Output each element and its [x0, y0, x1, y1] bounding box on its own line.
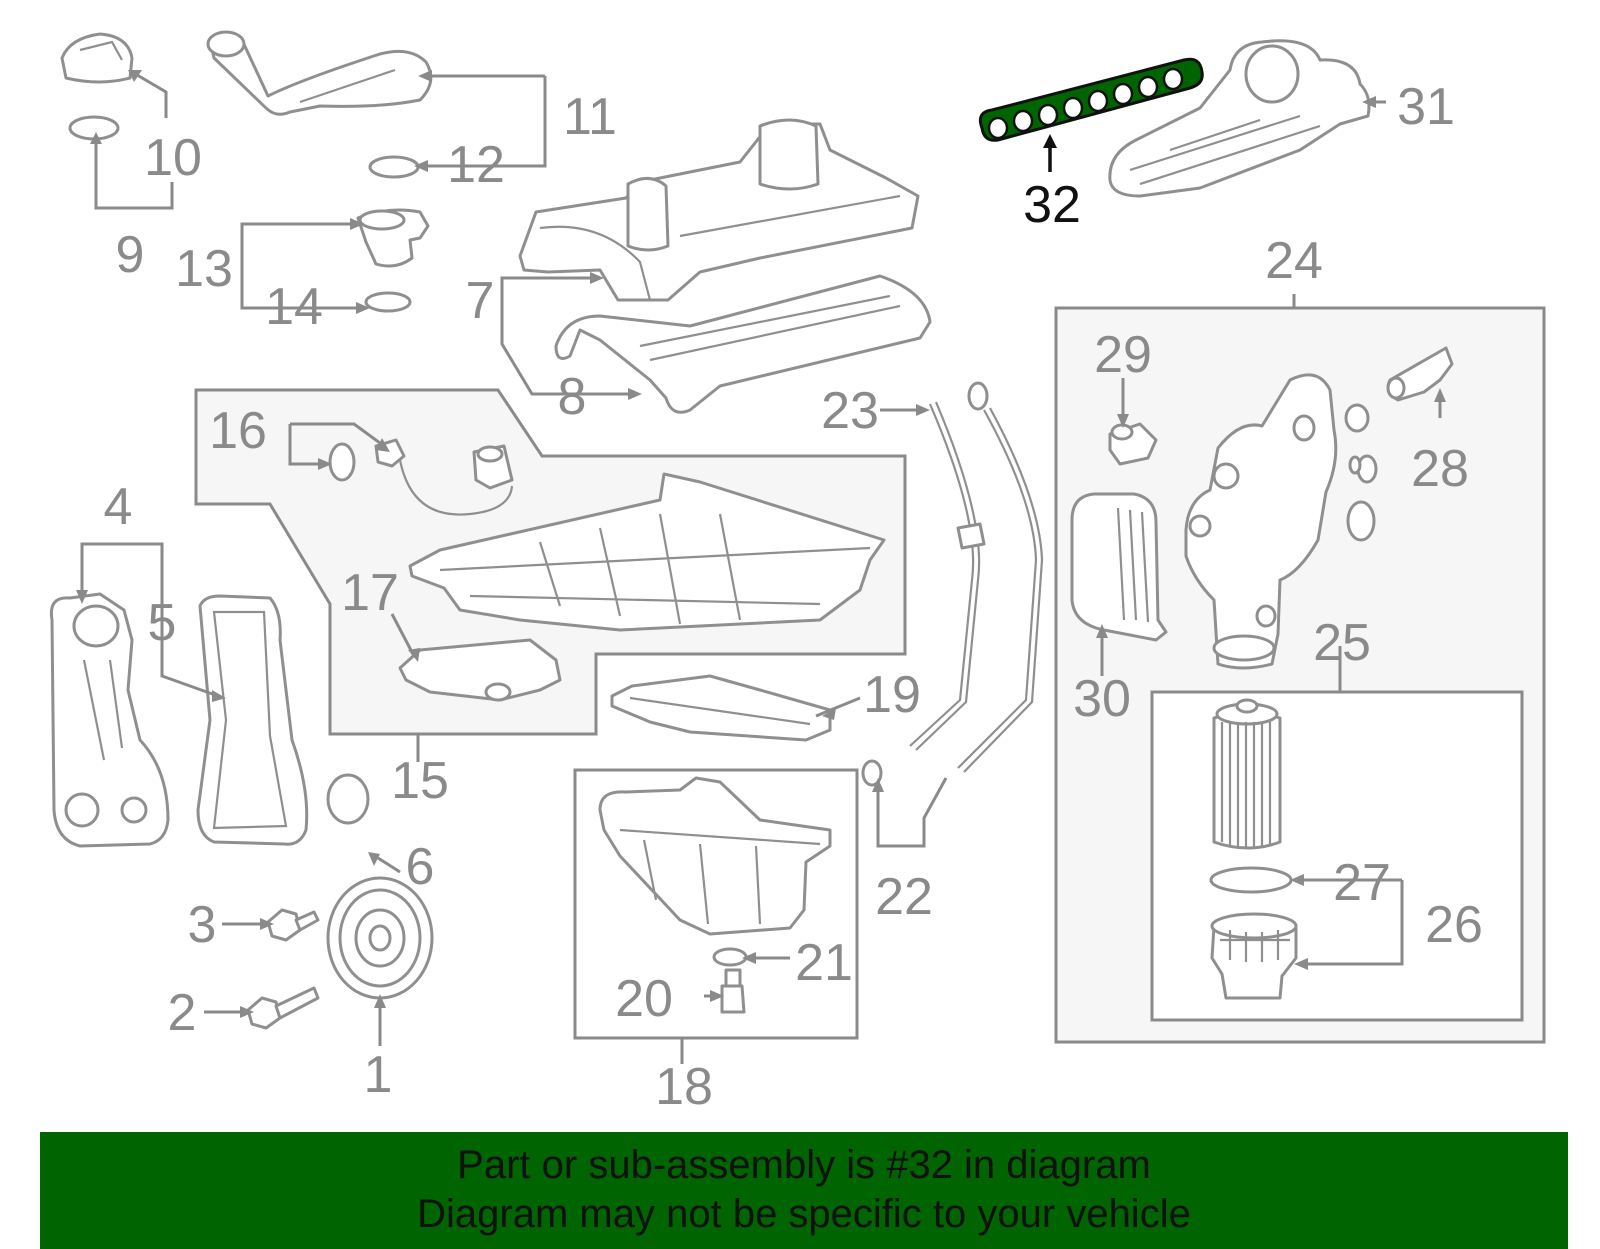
callout-4: 4 — [104, 478, 133, 536]
callout-3: 3 — [188, 896, 217, 954]
part-lower-oil-pan — [598, 776, 832, 936]
part-upper-oil-pan — [408, 472, 886, 632]
part-filter-cap — [1210, 912, 1298, 1000]
part-valve-cover-gasket — [554, 274, 932, 414]
part-oring-c — [1348, 455, 1362, 475]
callout-9: 9 — [116, 226, 145, 284]
callout-31: 31 — [1397, 78, 1455, 136]
callout-24: 24 — [1265, 232, 1323, 290]
callout-26: 26 — [1425, 896, 1483, 954]
callout-22: 22 — [875, 868, 933, 926]
callout-25: 25 — [1313, 614, 1371, 672]
callout-29: 29 — [1094, 326, 1152, 384]
part-crank-pulley — [326, 876, 434, 1000]
callout-2: 2 — [168, 984, 197, 1042]
callout-labels: 10 9 11 12 13 14 7 8 32 31 24 29 28 30 2… — [104, 78, 1483, 1116]
callout-6: 6 — [406, 838, 435, 896]
part-bolt-3 — [266, 908, 320, 942]
info-banner: Part or sub-assembly is #32 in diagram D… — [40, 1132, 1568, 1249]
part-oil-filler-cap — [60, 32, 134, 141]
part-gasket-17 — [398, 638, 562, 702]
callout-30: 30 — [1073, 670, 1131, 728]
part-sensor-29 — [1108, 422, 1158, 466]
part-dipstick-tube — [861, 401, 986, 787]
callout-1: 1 — [364, 1046, 393, 1104]
part-intake-manifold-gasket-highlighted — [978, 57, 1204, 142]
part-oring-27 — [1209, 866, 1293, 894]
callout-16: 16 — [209, 402, 267, 460]
part-oil-sensor-16 — [328, 438, 514, 516]
callout-21: 21 — [795, 934, 853, 992]
callout-19: 19 — [863, 666, 921, 724]
part-gasket-19 — [610, 674, 832, 742]
part-sensor-28 — [1386, 346, 1454, 402]
part-seal-12 — [368, 155, 420, 179]
callout-11: 11 — [563, 88, 617, 146]
part-valve-cover — [518, 118, 920, 302]
callout-23: 23 — [821, 382, 879, 440]
callout-17: 17 — [341, 564, 399, 622]
part-timing-cover — [49, 592, 170, 848]
callout-27: 27 — [1333, 854, 1391, 912]
part-seal-14 — [364, 291, 412, 313]
callout-10: 10 — [144, 129, 202, 187]
callout-20: 20 — [615, 970, 673, 1028]
part-drain-plug-20 — [720, 968, 746, 1014]
part-intake-manifold — [1108, 39, 1371, 198]
banner-line-1: Part or sub-assembly is #32 in diagram — [457, 1143, 1151, 1187]
part-washer-21 — [712, 947, 748, 967]
callout-18: 18 — [655, 1058, 713, 1116]
part-seal-6 — [326, 773, 370, 825]
part-breather-13 — [356, 208, 430, 268]
part-oil-filter-housing — [1184, 373, 1338, 670]
callout-28: 28 — [1411, 440, 1469, 498]
callout-15: 15 — [391, 752, 449, 810]
part-bolt-2 — [246, 986, 320, 1030]
part-oring-a — [1344, 403, 1370, 433]
part-oil-cooler — [1070, 492, 1168, 642]
part-timing-cover-gasket — [196, 594, 309, 846]
callout-12: 12 — [447, 136, 505, 194]
part-filler-tube — [206, 30, 433, 116]
callout-7: 7 — [466, 272, 495, 330]
callout-8: 8 — [558, 368, 587, 426]
banner-line-2: Diagram may not be specific to your vehi… — [417, 1192, 1191, 1236]
part-oil-filter-element — [1212, 698, 1282, 850]
callout-5: 5 — [148, 594, 177, 652]
part-dipstick — [957, 381, 1044, 773]
callout-13: 13 — [175, 240, 233, 298]
part-oring-d — [1346, 500, 1376, 542]
arrowheads — [76, 70, 1446, 1018]
callout-32: 32 — [1023, 176, 1081, 234]
callout-14: 14 — [265, 278, 323, 336]
